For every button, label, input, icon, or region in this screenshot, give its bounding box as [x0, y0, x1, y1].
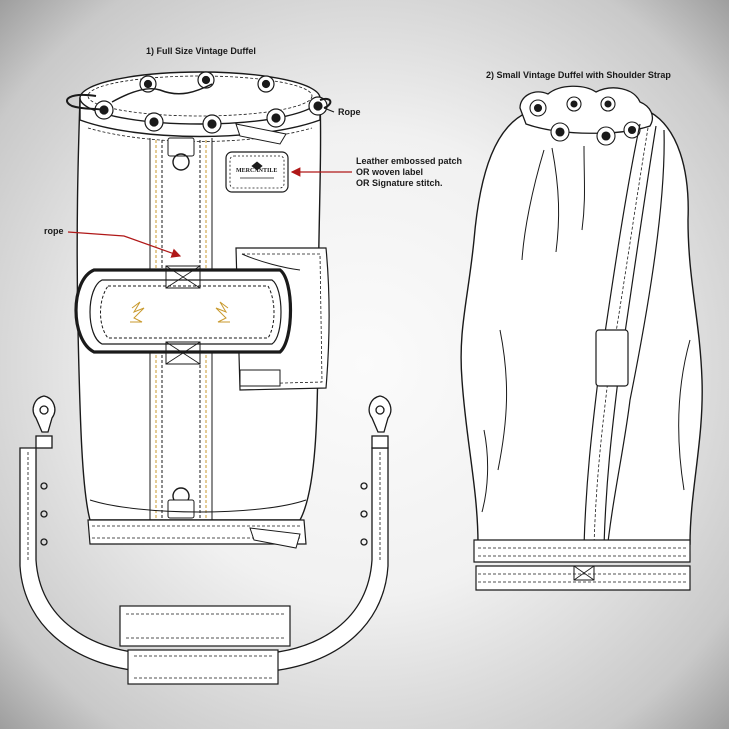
leather-patch: [225, 151, 289, 193]
patch-callout-line-3: OR Signature stitch.: [356, 178, 443, 188]
small-duffel: [460, 85, 703, 591]
rope-handle: [74, 265, 293, 365]
rope-top-leader: [323, 107, 335, 113]
rope-top-callout: Rope: [338, 107, 361, 117]
full-duffel-title: 1) Full Size Vintage Duffel: [146, 46, 256, 56]
full-size-duffel: [66, 71, 332, 549]
grommets: [94, 71, 328, 134]
patch-callout-line-2: OR woven label: [356, 167, 424, 177]
top-rope: [66, 94, 105, 111]
rope-handle-arrow: [67, 231, 182, 258]
small-duffel-title: 2) Small Vintage Duffel with Shoulder St…: [486, 70, 671, 80]
patch-callout-line-1: Leather embossed patch: [356, 156, 463, 166]
patch-logo-text: MERCANTILE: [236, 168, 278, 174]
callout-arrows: [67, 107, 352, 258]
rope-handle-callout: rope: [44, 226, 64, 236]
shoulder-strap: [19, 395, 392, 685]
patch-callout: Leather embossed patch OR woven label OR…: [356, 156, 462, 189]
small-duffel-body: [460, 111, 703, 545]
